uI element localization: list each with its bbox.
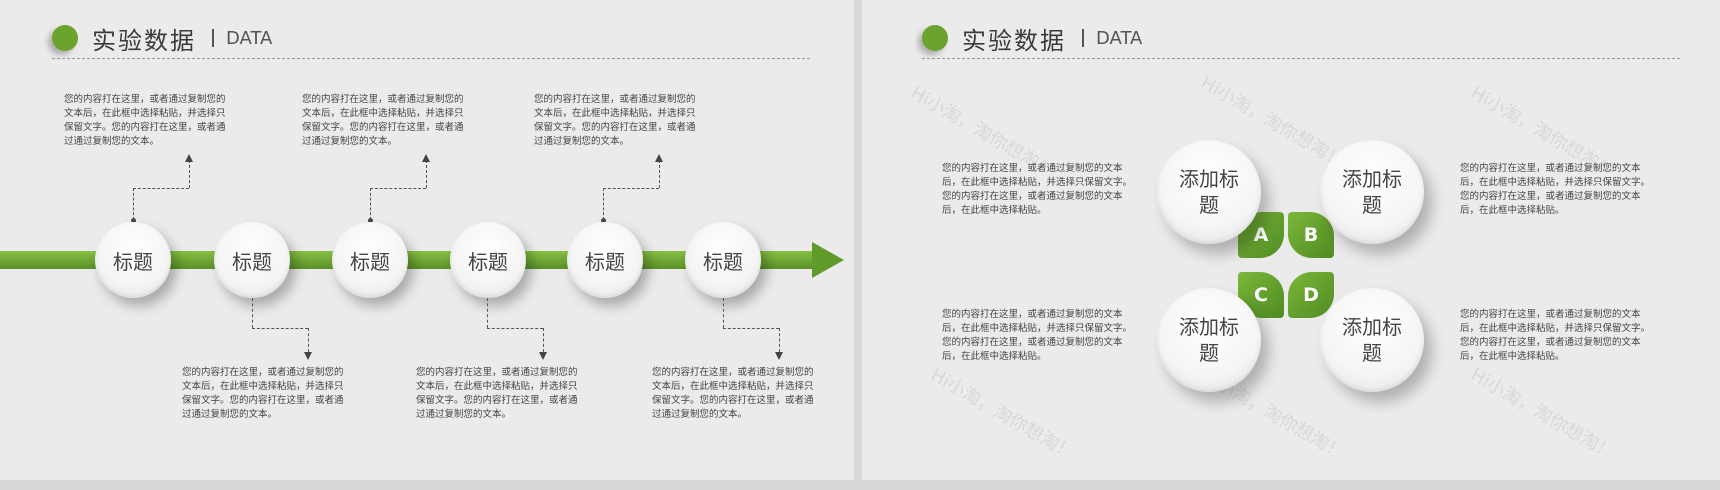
page-title: 实验数据	[92, 26, 196, 55]
top-text-1: 您的内容打在这里，或者通过复制您的文本后，在此框中选择粘贴，并选择只保留文字。您…	[64, 94, 226, 147]
circle-label: 添加标题	[1342, 315, 1402, 365]
connector-line	[487, 298, 488, 328]
slide-header: 实验数据 DATA	[922, 20, 1142, 56]
timeline-node: 标题	[685, 222, 761, 298]
header-dot-icon	[922, 25, 948, 51]
circle-label: 添加标题	[1179, 167, 1239, 217]
connector-line	[370, 188, 371, 220]
top-text-3: 您的内容打在这里，或者通过复制您的文本后，在此框中选择粘贴，并选择只保留文字。您…	[534, 94, 696, 147]
slide-header: 实验数据 DATA	[52, 20, 272, 56]
page-subtitle: DATA	[226, 27, 273, 49]
arrow-down-icon	[539, 352, 547, 360]
page-subtitle: DATA	[1096, 27, 1143, 49]
connector-line	[543, 328, 544, 352]
arrow-down-icon	[775, 352, 783, 360]
connector-line	[723, 298, 724, 328]
connector-dot	[368, 218, 373, 223]
quad-text-d: 您的内容打在这里，或者通过复制您的文本后，在此框中选择粘贴，并选择只保留文字。您…	[1460, 309, 1651, 362]
header-divider	[52, 58, 810, 59]
connector-line	[659, 160, 660, 188]
timeline-node: 标题	[95, 222, 171, 298]
connector-line	[426, 160, 427, 188]
connector-line	[370, 188, 426, 189]
watermark: Hi小淘，淘你想淘！	[1466, 364, 1619, 465]
quad-circle-bottom-left: 添加标题	[1157, 288, 1261, 392]
slide-quad: Hi小淘，淘你想淘！ Hi小淘，淘你想淘！ Hi小淘，淘你想淘！ Hi小淘，淘你…	[862, 0, 1720, 480]
connector-dot	[601, 218, 606, 223]
watermark: Hi小淘，淘你想淘！	[926, 364, 1079, 465]
quad-circle-top-left: 添加标题	[1157, 140, 1261, 244]
connector-line	[252, 328, 308, 329]
connector-line	[252, 298, 253, 328]
arrow-up-icon	[185, 154, 193, 162]
connector-line	[603, 188, 659, 189]
petal-a: A	[1238, 212, 1284, 258]
page-title: 实验数据	[962, 26, 1066, 55]
title-separator	[1082, 29, 1084, 47]
petal-d: D	[1288, 272, 1334, 318]
petal-b: B	[1288, 212, 1334, 258]
timeline-node: 标题	[450, 222, 526, 298]
timeline-node: 标题	[567, 222, 643, 298]
circle-label: 添加标题	[1342, 167, 1402, 217]
bottom-text-1: 您的内容打在这里，或者通过复制您的文本后，在此框中选择粘贴，并选择只保留文字。您…	[182, 367, 344, 420]
timeline-node: 标题	[332, 222, 408, 298]
quad-text-a: 您的内容打在这里，或者通过复制您的文本后，在此框中选择粘贴，并选择只保留文字。您…	[942, 163, 1133, 216]
connector-line	[487, 328, 543, 329]
bottom-text-2: 您的内容打在这里，或者通过复制您的文本后，在此框中选择粘贴，并选择只保留文字。您…	[416, 367, 578, 420]
quad-text-c: 您的内容打在这里，或者通过复制您的文本后，在此框中选择粘贴，并选择只保留文字。您…	[942, 309, 1133, 362]
connector-line	[308, 328, 309, 352]
top-text-2: 您的内容打在这里，或者通过复制您的文本后，在此框中选择粘贴，并选择只保留文字。您…	[302, 94, 464, 147]
circle-label: 添加标题	[1179, 315, 1239, 365]
arrow-up-icon	[655, 154, 663, 162]
connector-line	[779, 328, 780, 352]
connector-line	[603, 188, 604, 220]
quad-circle-top-right: 添加标题	[1320, 140, 1424, 244]
header-divider	[922, 58, 1680, 59]
connector-line	[133, 188, 134, 220]
header-dot-icon	[52, 25, 78, 51]
title-separator	[212, 29, 214, 47]
bottom-text-3: 您的内容打在这里，或者通过复制您的文本后，在此框中选择粘贴，并选择只保留文字。您…	[652, 367, 814, 420]
connector-line	[189, 160, 190, 188]
connector-line	[723, 328, 779, 329]
connector-line	[133, 188, 189, 189]
slide-timeline: 实验数据 DATA 您的内容打在这里，或者通过复制您的文本后，在此框中选择粘贴，…	[0, 0, 854, 480]
timeline-node: 标题	[214, 222, 290, 298]
arrow-down-icon	[304, 352, 312, 360]
quad-text-b: 您的内容打在这里，或者通过复制您的文本后，在此框中选择粘贴，并选择只保留文字。您…	[1460, 163, 1651, 216]
quad-circle-bottom-right: 添加标题	[1320, 288, 1424, 392]
arrow-up-icon	[422, 154, 430, 162]
arrow-right-icon	[812, 242, 844, 278]
connector-dot	[131, 218, 136, 223]
